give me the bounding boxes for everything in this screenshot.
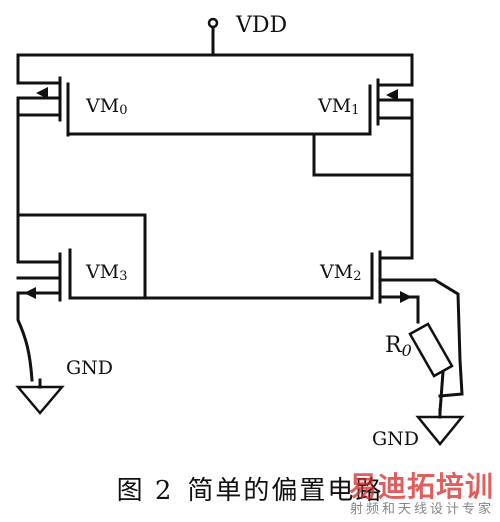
gnd-label-left: GND <box>66 357 113 379</box>
r0-label: R0 <box>385 333 412 360</box>
ground-symbol-right <box>415 415 465 446</box>
vm3-label: VM3 <box>85 261 127 284</box>
vdd-label: VDD <box>235 13 287 38</box>
transistor-vm0 <box>16 53 70 137</box>
vm3-source-wire <box>16 291 34 382</box>
vm0-label: VM0 <box>85 95 127 118</box>
transistor-vm2 <box>370 250 437 304</box>
figure-caption: 图 2 简单的偏置电路 <box>0 470 500 507</box>
ground-symbol-left <box>15 385 65 415</box>
figure-title: 简单的偏置电路 <box>187 476 384 506</box>
watermark-main-text: 易迪拓培训 <box>348 470 494 503</box>
vm1-label: VM1 <box>317 95 359 118</box>
circuit-schematic: VDD VM0 VM1 <box>15 13 465 450</box>
figure-number: 图 2 <box>116 476 174 506</box>
vm1-diode-connection <box>312 132 414 177</box>
vm3-diode-connection <box>16 213 147 300</box>
r0-resistor <box>408 322 454 378</box>
vm2-label: VM2 <box>319 261 361 284</box>
watermark-sub-text: 射频和天线设计专家 <box>349 502 494 517</box>
vm2-body-wire <box>432 277 464 398</box>
watermark-logo: 易迪拓培训 射频和天线设计专家 <box>349 472 494 518</box>
transistor-vm1 <box>368 53 414 136</box>
r0-bottom-wire <box>438 370 445 414</box>
gnd-label-right: GND <box>372 428 419 450</box>
transistor-vm3 <box>16 248 72 302</box>
